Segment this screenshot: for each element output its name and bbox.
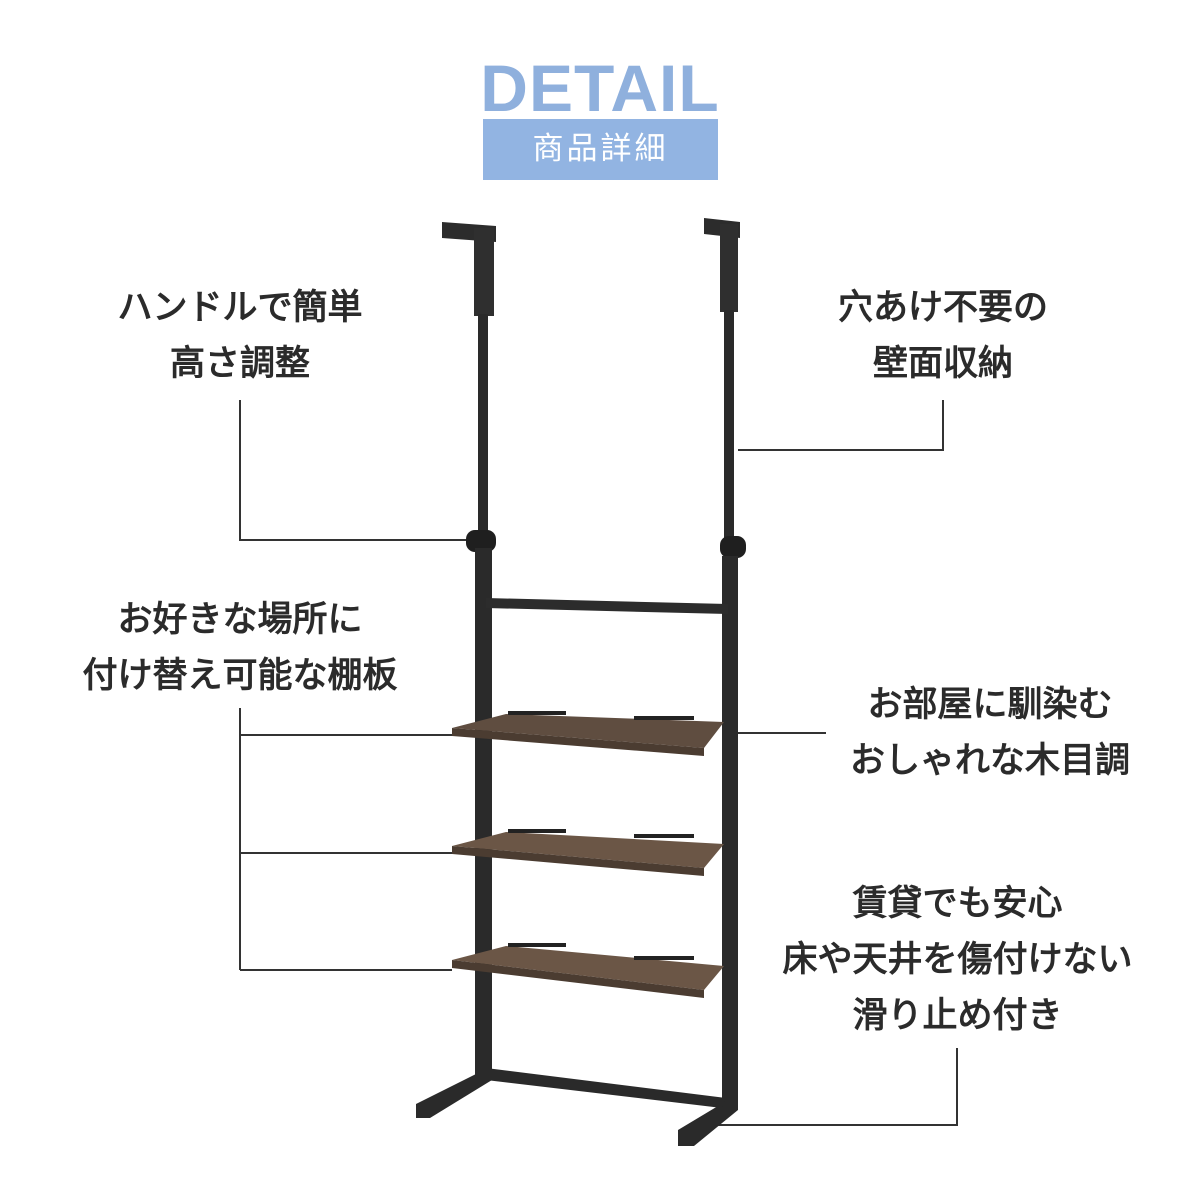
callout-handle-line-1: ハンドルで簡単 <box>117 288 363 328</box>
main-post-left <box>475 548 492 1082</box>
inner-pole-right <box>724 310 734 540</box>
callout-handle-height: ハンドルで簡単 高さ調整 <box>100 280 380 392</box>
callout-no-holes: 穴あけ不要の 壁面収納 <box>803 280 1083 392</box>
knob-left <box>466 530 496 552</box>
callout-no-holes-line-1: 穴あけ不要の <box>837 288 1048 328</box>
upper-sleeves <box>474 224 738 316</box>
leader-line-rental <box>712 1048 958 1126</box>
callout-rental-line-3: 滑り止め付き <box>852 996 1063 1036</box>
crossbar <box>486 598 728 614</box>
inner-poles <box>478 310 734 540</box>
shelf-2 <box>452 829 724 876</box>
callout-handle-line-2: 高さ調整 <box>169 344 310 384</box>
callout-rental-safe: 賃貸でも安心 床や天井を傷付けない 滑り止め付き <box>755 876 1160 1044</box>
base-foot-right <box>678 1094 738 1146</box>
leader-line-no-holes <box>738 400 944 451</box>
detail-subtitle-badge: 商品詳細 <box>483 119 718 180</box>
adjust-knobs <box>466 530 746 558</box>
knob-right <box>720 536 746 558</box>
shelves <box>452 711 724 998</box>
leader-line-handle <box>239 400 470 541</box>
main-post-right <box>722 556 738 1104</box>
base-stand <box>416 1066 738 1146</box>
callout-shelves-line-2: 付け替え可能な棚板 <box>82 656 398 696</box>
inner-pole-left <box>478 314 488 534</box>
upper-sleeve-right <box>720 224 738 312</box>
base-foot-left <box>416 1066 492 1118</box>
leader-lines <box>239 400 958 1126</box>
callout-wood-line-1: お部屋に馴染む <box>867 685 1113 725</box>
upper-sleeve-left <box>474 228 494 316</box>
callout-shelves-line-1: お好きな場所に <box>117 600 363 640</box>
callout-rental-line-2: 床や天井を傷付けない <box>782 940 1133 980</box>
main-posts <box>475 548 738 1104</box>
detail-title: DETAIL <box>480 51 720 125</box>
callout-wood-line-2: おしゃれな木目調 <box>849 741 1130 781</box>
base-rail <box>486 1068 726 1108</box>
callout-rental-line-1: 賃貸でも安心 <box>852 884 1063 924</box>
shelf-1 <box>452 711 724 756</box>
callout-no-holes-line-2: 壁面収納 <box>872 344 1013 384</box>
shelf-3 <box>452 943 724 998</box>
callout-wood-grain: お部屋に馴染む おしゃれな木目調 <box>830 677 1150 789</box>
callout-movable-shelves: お好きな場所に 付け替え可能な棚板 <box>50 592 430 704</box>
